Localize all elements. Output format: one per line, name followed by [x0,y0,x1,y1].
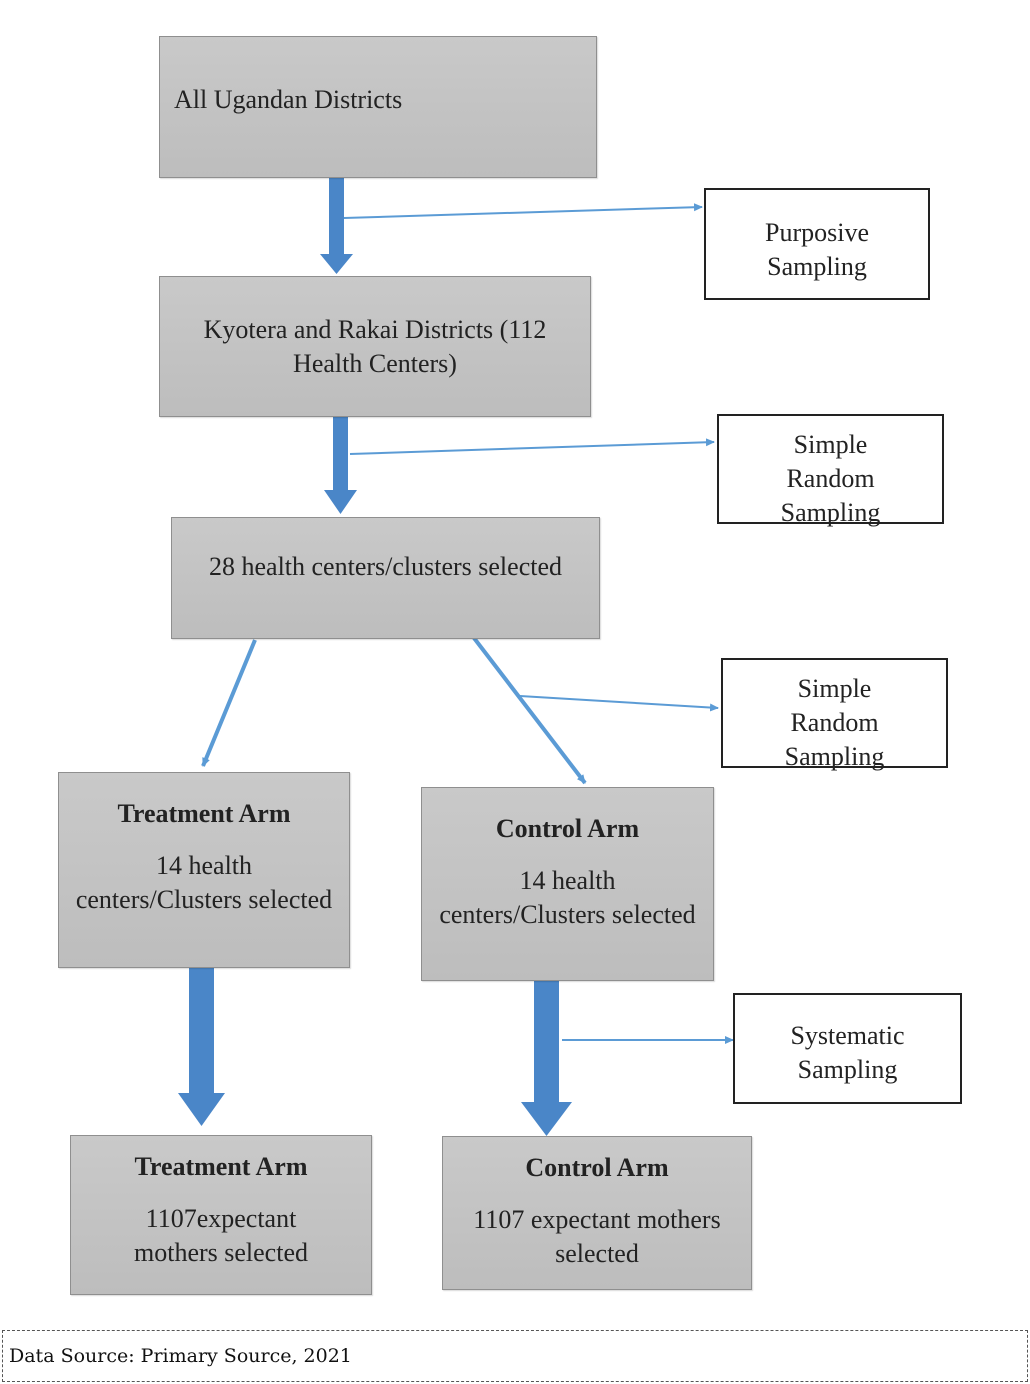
thick-arrow-3 [178,967,225,1126]
arrow-to-purposive [343,203,703,219]
arrow-to-control-arm [472,636,587,785]
method-systematic-label: Systematic Sampling [790,1021,905,1084]
treatment-arm-centers-title: Treatment Arm [117,799,291,828]
arrow-to-treatment-arm [201,639,257,767]
method-simple-random-2: Simple Random Sampling [721,658,948,771]
source-note: Data Source: Primary Source, 2021 [2,1330,1028,1382]
method-purposive-label: Purposive Sampling [765,218,869,281]
box-clusters-selected-label: 28 health centers/clusters selected [208,552,563,581]
box-control-arm-mothers: Control Arm 1107 expectant mothers selec… [442,1136,752,1290]
thick-arrow-4 [521,976,572,1136]
thick-arrow-1 [320,178,353,274]
box-treatment-arm-mothers: Treatment Arm 1107expectant mothers sele… [70,1135,372,1295]
method-simple-random-1: Simple Random Sampling [717,414,944,527]
control-arm-centers-text: 14 health centers/Clusters selected [439,866,696,929]
box-kyotera-rakai: Kyotera and Rakai Districts (112 Health … [159,276,591,417]
box-all-districts-label: All Ugandan Districts [174,85,403,114]
box-clusters-selected: 28 health centers/clusters selected [171,517,600,639]
box-treatment-arm-centers: Treatment Arm 14 health centers/Clusters… [58,772,350,968]
control-arm-mothers-text: 1107 expectant mothers selected [473,1205,721,1268]
method-simple-random-1-label: Simple Random Sampling [780,430,881,527]
control-arm-centers-title: Control Arm [495,814,640,843]
method-purposive-sampling: Purposive Sampling [704,188,930,300]
control-arm-mothers-title: Control Arm [525,1153,669,1182]
box-control-arm-centers: Control Arm 14 health centers/Clusters s… [421,787,714,981]
arrow-to-simple-random-2 [519,695,719,712]
box-kyotera-rakai-label: Kyotera and Rakai Districts (112 Health … [203,314,547,378]
source-note-text: Data Source: Primary Source, 2021 [9,1345,352,1367]
thick-arrow-2 [324,416,357,514]
method-systematic-sampling: Systematic Sampling [733,993,962,1104]
treatment-arm-centers-text: 14 health centers/Clusters selected [75,851,333,914]
treatment-arm-mothers-title: Treatment Arm [134,1152,308,1181]
box-all-districts: All Ugandan Districts [159,36,597,178]
arrow-to-simple-random-1 [349,438,715,455]
treatment-arm-mothers-text: 1107expectant mothers selected [134,1204,308,1267]
method-simple-random-2-label: Simple Random Sampling [784,674,885,771]
